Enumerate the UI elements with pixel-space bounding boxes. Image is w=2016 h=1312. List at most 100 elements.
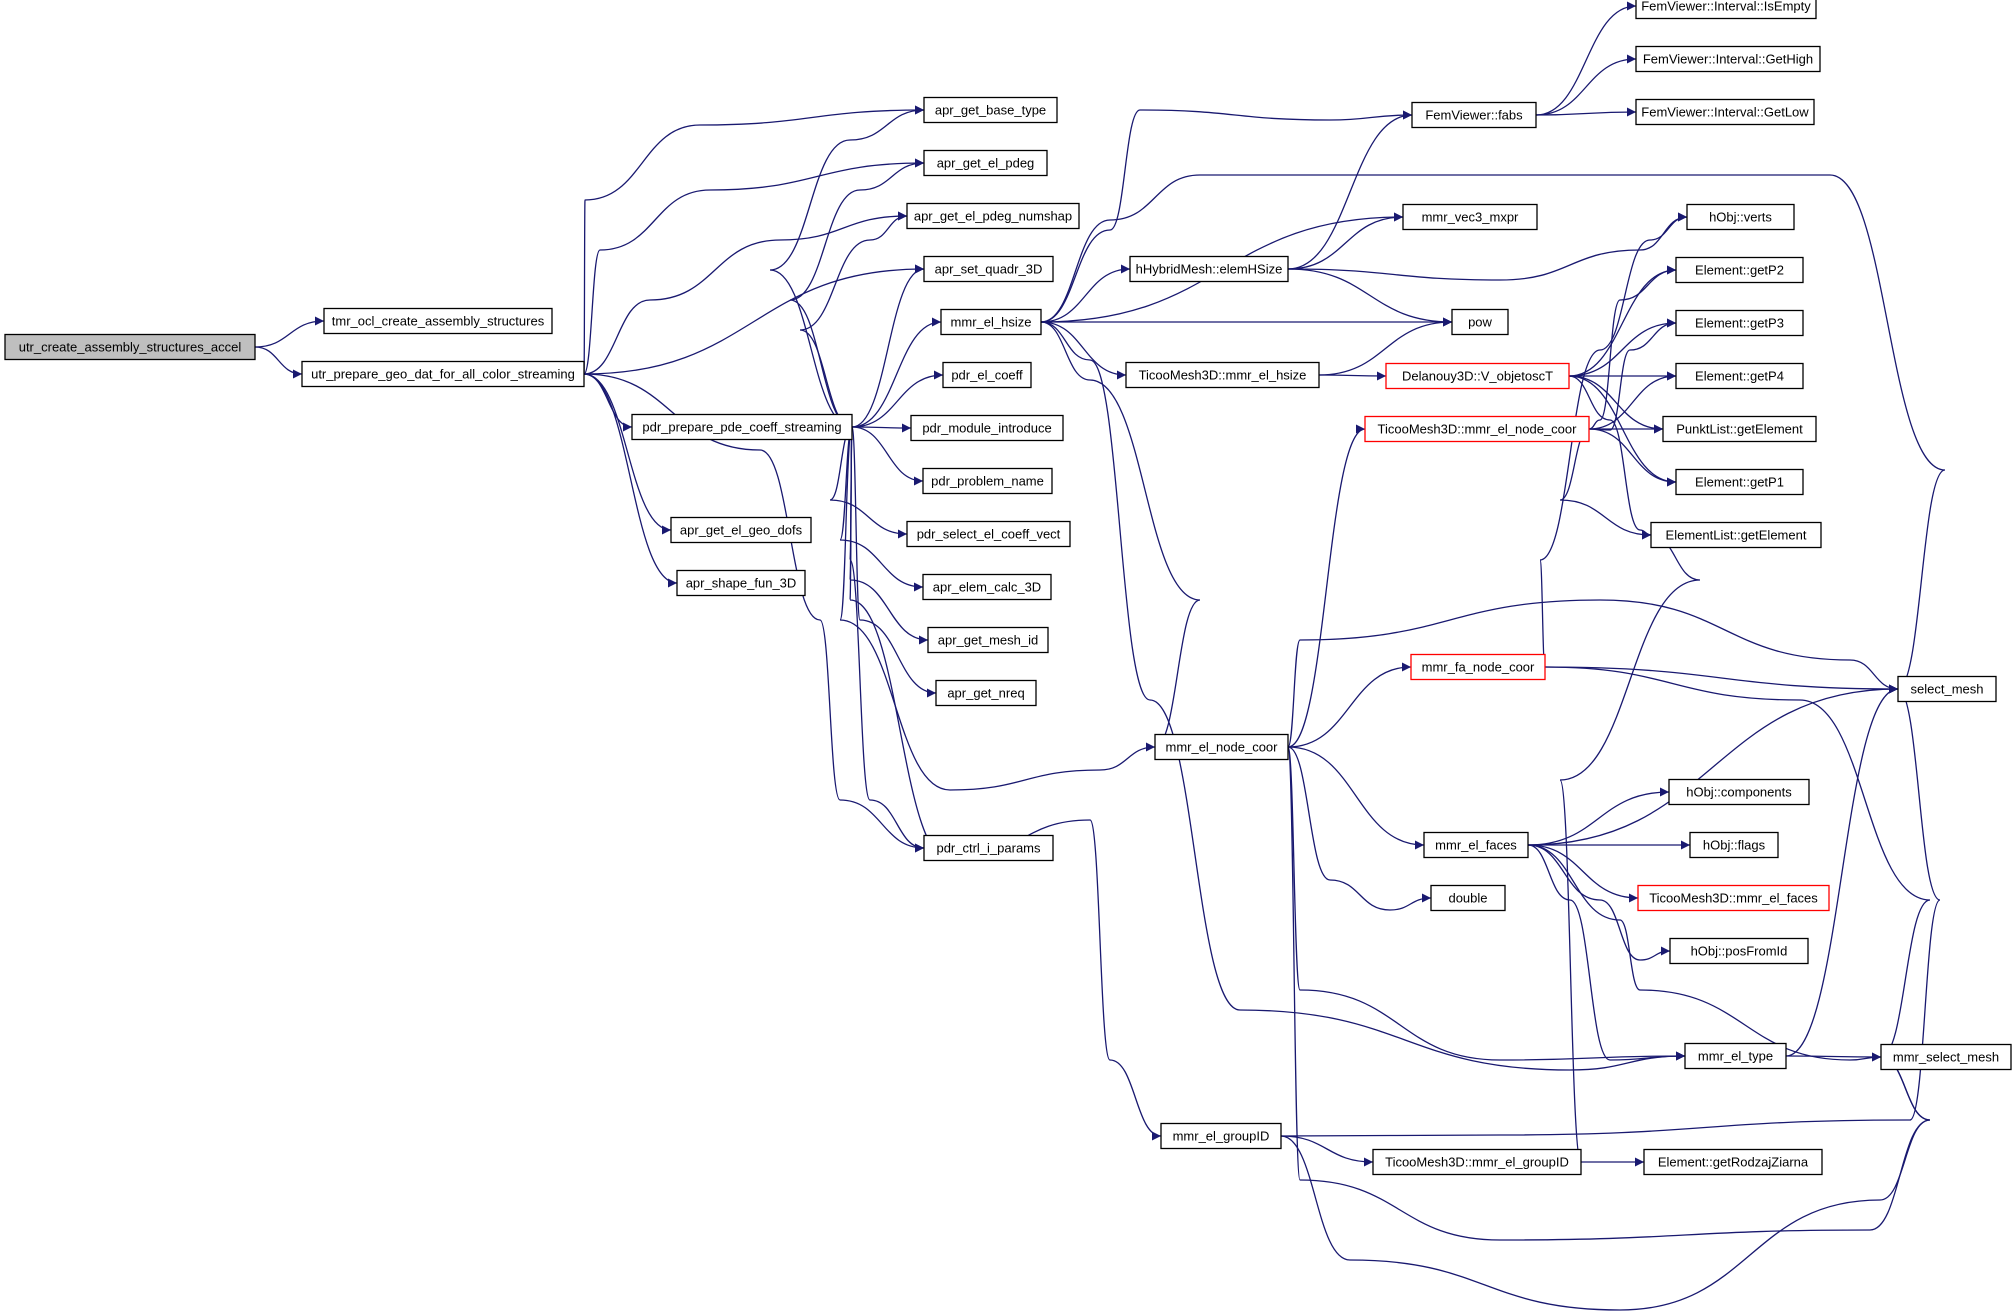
node-ticoo-hsize[interactable]: TicooMesh3D::mmr_el_hsize	[1125, 361, 1320, 389]
node-label: apr_elem_calc_3D	[933, 580, 1041, 595]
node-box	[1635, 45, 1821, 73]
edge-pdr-prepare-to-mmr-el-hsize	[851, 317, 942, 428]
node-getp1[interactable]: Element::getP1	[1675, 468, 1804, 496]
node-select-mesh[interactable]: select_mesh	[1897, 675, 1997, 703]
node-mmr-el-groupid[interactable]: mmr_el_groupID	[1160, 1122, 1282, 1150]
node-label: hObj::flags	[1703, 838, 1766, 853]
node-hobj-posfromid[interactable]: hObj::posFromId	[1669, 937, 1809, 965]
node-mmr-vec3[interactable]: mmr_vec3_mxpr	[1402, 203, 1538, 231]
node-label: pdr_prepare_pde_coeff_streaming	[642, 420, 841, 435]
node-pdr-el-coeff[interactable]: pdr_el_coeff	[942, 361, 1032, 389]
edge-femviewer-fabs-to-isempty	[1535, 1, 1637, 116]
node-label: Element::getP2	[1695, 263, 1784, 278]
node-femviewer-fabs[interactable]: FemViewer::fabs	[1411, 101, 1537, 129]
node-hobj-verts[interactable]: hObj::verts	[1686, 203, 1795, 231]
node-hobj-flags[interactable]: hObj::flags	[1689, 831, 1779, 859]
node-box	[4, 333, 256, 361]
node-label: apr_get_el_pdeg	[937, 156, 1035, 171]
node-mmr-fa-node-coor[interactable]: mmr_fa_node_coor	[1410, 653, 1546, 681]
node-box	[1897, 675, 1997, 703]
node-label: pdr_select_el_coeff_vect	[917, 527, 1061, 542]
node-tmr-ocl[interactable]: tmr_ocl_create_assembly_structures	[323, 307, 553, 335]
edge-pdr-prepare-to-apr-elem-calc	[839, 426, 924, 592]
edge-mmr-fa-node-coor-to-mmr-select-mesh	[1544, 666, 1931, 1062]
edge-mmr-el-faces-to-hobj-posfromid	[1527, 844, 1671, 961]
node-apr-el-pdeg-numshap[interactable]: apr_get_el_pdeg_numshap	[906, 202, 1080, 230]
node-box	[940, 308, 1042, 336]
node-mmr-el-type[interactable]: mmr_el_type	[1684, 1042, 1787, 1070]
node-box	[1160, 1122, 1282, 1150]
edge-mmr-el-groupid-to-select-mesh	[1280, 684, 1941, 1137]
edge-utr-prepare-to-apr-el-pdeg-numshap	[583, 211, 908, 375]
node-elemhsize[interactable]: hHybridMesh::elemHSize	[1129, 255, 1289, 283]
node-getp4[interactable]: Element::getP4	[1675, 362, 1804, 390]
node-box	[1684, 1042, 1787, 1070]
node-label: TicooMesh3D::mmr_el_hsize	[1139, 368, 1307, 383]
node-delanouy[interactable]: Delanouy3D::V_objetoscT	[1385, 362, 1570, 390]
node-box	[923, 834, 1054, 862]
node-label: FemViewer::fabs	[1425, 108, 1523, 123]
node-label: mmr_fa_node_coor	[1422, 660, 1535, 675]
node-box	[1880, 1043, 2012, 1071]
edge-pdr-prepare-to-apr-el-pdeg-numshap	[799, 211, 908, 428]
node-punktlist[interactable]: PunktList::getElement	[1662, 415, 1817, 443]
node-apr-base-type[interactable]: apr_get_base_type	[923, 96, 1058, 124]
node-box	[301, 360, 585, 388]
node-label: mmr_el_groupID	[1173, 1129, 1270, 1144]
node-apr-set-quadr[interactable]: apr_set_quadr_3D	[923, 255, 1054, 283]
node-gethigh[interactable]: FemViewer::Interval::GetHigh	[1635, 45, 1821, 73]
node-pdr-problem-name[interactable]: pdr_problem_name	[922, 467, 1053, 495]
node-box	[935, 679, 1037, 707]
edges-layer	[254, 1, 1946, 1311]
node-ticoo-node-coor[interactable]: TicooMesh3D::mmr_el_node_coor	[1364, 415, 1590, 443]
node-getlow[interactable]: FemViewer::Interval::GetLow	[1635, 98, 1815, 126]
node-ticoo-faces[interactable]: TicooMesh3D::mmr_el_faces	[1637, 884, 1830, 912]
node-getp2[interactable]: Element::getP2	[1675, 256, 1804, 284]
edge-mmr-el-hsize-to-ticoo-hsize	[1040, 321, 1127, 380]
node-apr-geo-dofs[interactable]: apr_get_el_geo_dofs	[670, 516, 812, 544]
node-apr-mesh-id[interactable]: apr_get_mesh_id	[927, 626, 1049, 654]
node-box	[1686, 203, 1795, 231]
node-hobj-components[interactable]: hObj::components	[1668, 778, 1810, 806]
node-isempty[interactable]: FemViewer::Interval::IsEmpty	[1635, 0, 1817, 20]
edge-femviewer-fabs-to-getlow	[1535, 107, 1637, 117]
edge-ticoo-node-coor-to-elementlist	[1559, 428, 1652, 540]
node-label: mmr_el_hsize	[951, 315, 1032, 330]
edge-delanouy-to-getp2	[1568, 265, 1677, 377]
node-box	[1668, 778, 1810, 806]
node-box	[1689, 831, 1779, 859]
node-mmr-el-node-coor[interactable]: mmr_el_node_coor	[1154, 733, 1289, 761]
node-mmr-el-faces[interactable]: mmr_el_faces	[1423, 831, 1529, 859]
node-apr-shape-fun[interactable]: apr_shape_fun_3D	[676, 569, 806, 597]
node-utr-prepare[interactable]: utr_prepare_geo_dat_for_all_color_stream…	[301, 360, 585, 388]
node-ticoo-groupid[interactable]: TicooMesh3D::mmr_el_groupID	[1372, 1148, 1582, 1176]
node-pdr-module-introduce[interactable]: pdr_module_introduce	[910, 414, 1064, 442]
node-utr-create[interactable]: utr_create_assembly_structures_accel	[4, 333, 256, 361]
node-apr-nreq[interactable]: apr_get_nreq	[935, 679, 1037, 707]
edge-utr-prepare-to-apr-geo-dofs	[583, 373, 672, 535]
node-pow[interactable]: pow	[1451, 308, 1509, 336]
node-apr-elem-calc[interactable]: apr_elem_calc_3D	[922, 573, 1052, 601]
node-box	[923, 255, 1054, 283]
node-elementlist[interactable]: ElementList::getElement	[1650, 521, 1822, 549]
node-pdr-prepare[interactable]: pdr_prepare_pde_coeff_streaming	[631, 413, 853, 441]
node-double[interactable]: double	[1430, 884, 1506, 912]
node-box	[942, 361, 1032, 389]
node-label: tmr_ocl_create_assembly_structures	[332, 314, 545, 329]
node-getp3[interactable]: Element::getP3	[1675, 309, 1804, 337]
edge-mmr-el-hsize-to-mmr-el-type	[1040, 321, 1686, 1071]
node-label: apr_get_base_type	[935, 103, 1046, 118]
edge-utr-prepare-to-pdr-prepare	[583, 373, 633, 432]
node-pdr-select-el-coeff-vect[interactable]: pdr_select_el_coeff_vect	[906, 520, 1071, 548]
nodes-layer: utr_create_assembly_structures_accel tmr_…	[4, 0, 2012, 1176]
node-mmr-el-hsize[interactable]: mmr_el_hsize	[940, 308, 1042, 336]
edge-ticoo-node-coor-to-getp2	[1588, 265, 1677, 430]
node-label: TicooMesh3D::mmr_el_node_coor	[1378, 422, 1578, 437]
node-apr-el-pdeg[interactable]: apr_get_el_pdeg	[923, 149, 1048, 177]
node-getrodzaj[interactable]: Element::getRodzajZiarna	[1643, 1148, 1823, 1176]
node-mmr-select-mesh[interactable]: mmr_select_mesh	[1880, 1043, 2012, 1071]
node-box	[1423, 831, 1529, 859]
node-pdr-ctrl[interactable]: pdr_ctrl_i_params	[923, 834, 1054, 862]
edge-mmr-el-faces-to-select-mesh	[1527, 684, 1899, 846]
